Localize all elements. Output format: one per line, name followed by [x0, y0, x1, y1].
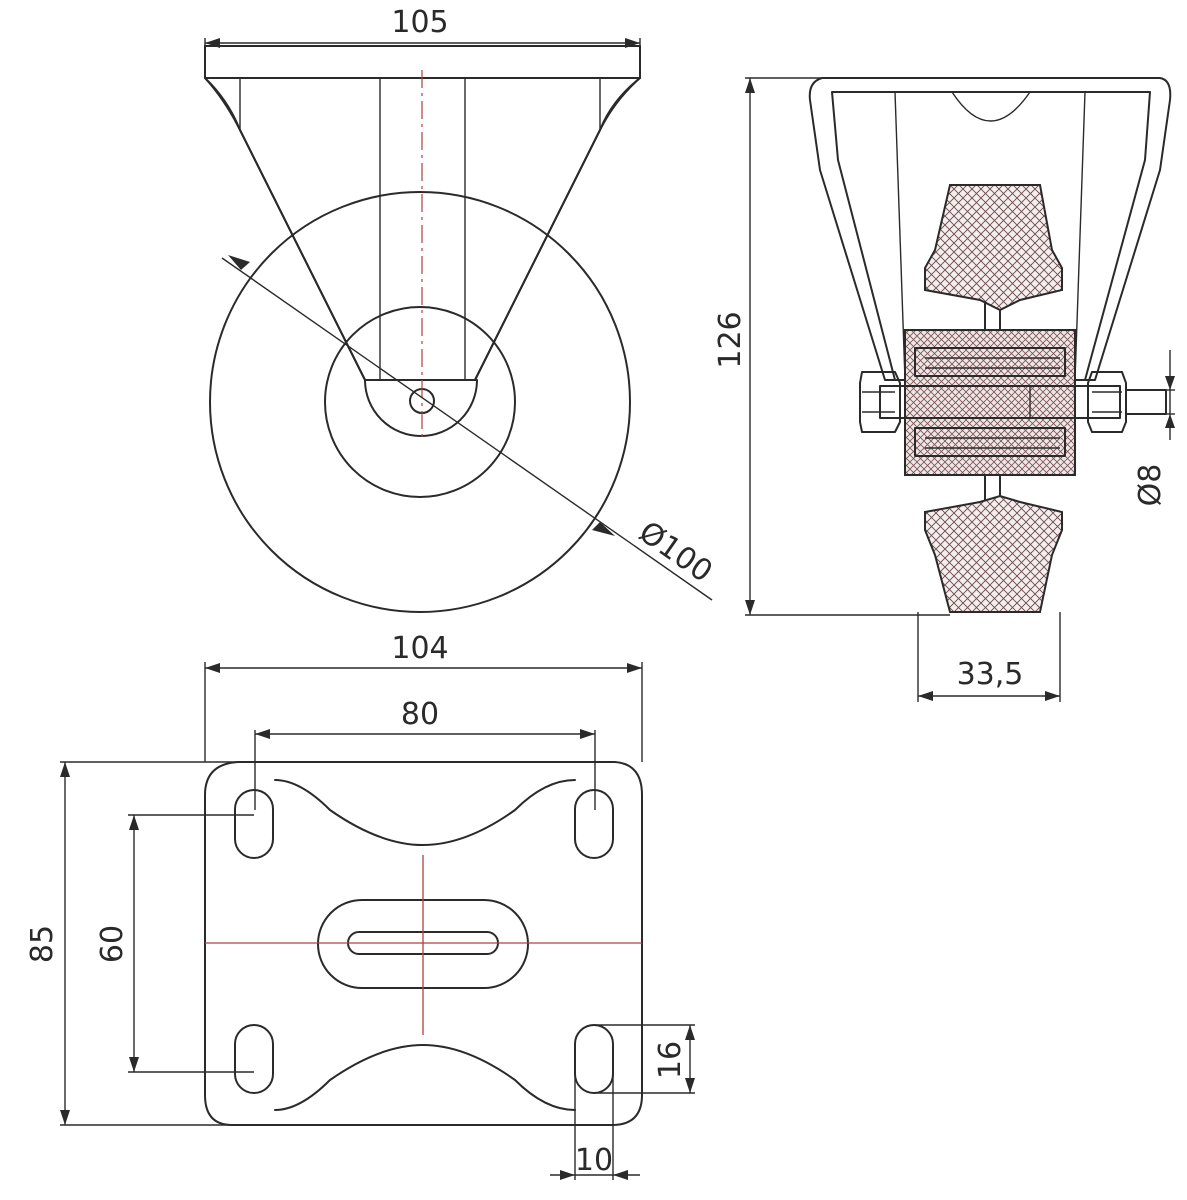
dim-axle-arrow-bottom: [1165, 414, 1175, 428]
base-plate-outline: [204, 761, 643, 1126]
dim-16-arrow-bottom: [685, 1078, 695, 1093]
base-rib-upper: [274, 779, 576, 846]
base-plate-view: 104 80 85 60 16 10: [25, 631, 695, 1180]
side-view: 126 Ø8 33,5: [713, 77, 1175, 702]
side-bracket-outer: [808, 77, 1172, 381]
side-hub: [904, 329, 1076, 476]
bracket-left-leg: [204, 77, 366, 381]
dim-10-label: 10: [575, 1143, 613, 1178]
side-axle-lines: [862, 386, 1122, 418]
side-tire-upper: [924, 184, 1063, 312]
side-web-upper: [984, 301, 1001, 333]
dim-85-arrow-bottom: [60, 1110, 70, 1125]
dim-104-arrow-right: [627, 663, 642, 673]
dim-105-arrow-left: [205, 38, 220, 48]
dim-axle-label: Ø8: [1133, 464, 1168, 507]
dim-10-arrow-left: [560, 1170, 575, 1180]
front-view: 105 Ø100: [204, 5, 719, 613]
diameter-leader: [221, 257, 713, 601]
bracket-right-leg: [474, 77, 641, 381]
dim-335-arrow-right: [1045, 691, 1060, 701]
dim-126-label: 126: [713, 311, 748, 368]
side-bearing-lower: [914, 427, 1066, 457]
dim-85-arrow-top: [60, 762, 70, 777]
dim-80-arrow-left: [255, 729, 270, 739]
dim-axle-arrow-top: [1165, 376, 1175, 390]
dim-80-label: 80: [401, 697, 439, 732]
dim-104-label: 104: [391, 631, 448, 666]
dim-80-arrow-right: [580, 729, 595, 739]
side-bracket-ribs: [894, 91, 1086, 381]
dim-105-label: 105: [391, 5, 448, 40]
dim-126-arrow-top: [745, 78, 755, 93]
mount-slot-bottom-right: [574, 1024, 614, 1094]
wheel-hub-circle: [324, 306, 516, 498]
side-tire-lower: [924, 494, 1063, 613]
dim-85-label: 85: [25, 925, 60, 963]
dim-16-arrow-top: [685, 1025, 695, 1040]
diameter-arrow-top: [228, 255, 250, 270]
mount-slot-bottom-left: [234, 1024, 274, 1094]
side-bearing-upper: [914, 347, 1066, 377]
side-axle-end: [1125, 389, 1167, 415]
side-bearing-lines: [925, 357, 1060, 449]
axle-boss: [364, 379, 478, 437]
dim-105-arrow-right: [625, 38, 640, 48]
dim-10-arrow-right: [613, 1170, 628, 1180]
diameter-arrow-bottom: [592, 522, 615, 536]
side-nut-left: [859, 371, 901, 433]
bracket-inner-lines: [239, 78, 601, 380]
dim-60-label: 60: [95, 925, 130, 963]
mount-slot-top-left: [234, 789, 274, 859]
dim-126-arrow-bottom: [745, 600, 755, 615]
dim-60-arrow-bottom: [129, 1057, 139, 1072]
side-bracket-inner: [831, 91, 1151, 381]
dim-60-arrow-top: [129, 815, 139, 830]
dim-diameter-label: Ø100: [632, 515, 718, 590]
side-axle: [879, 385, 1121, 419]
base-rib-lower: [274, 1044, 576, 1111]
side-nut-right: [1087, 371, 1127, 433]
mount-slot-top-right: [574, 789, 614, 859]
dim-16-label: 16: [653, 1041, 688, 1079]
dim-104-arrow-left: [205, 663, 220, 673]
dim-335-arrow-left: [918, 691, 933, 701]
dim-335-label: 33,5: [957, 657, 1024, 692]
wheel-outer-circle: [209, 191, 631, 613]
